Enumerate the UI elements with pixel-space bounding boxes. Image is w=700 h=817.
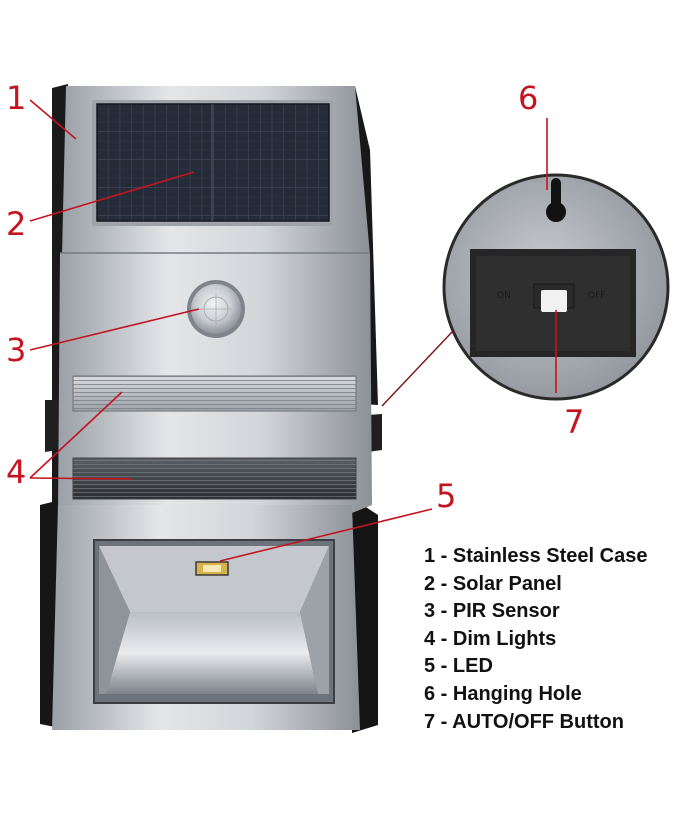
parts-legend: 1 - Stainless Steel Case 2 - Solar Panel… xyxy=(424,543,647,736)
callout-6: 6 xyxy=(518,79,539,117)
right-bottom-housing xyxy=(352,498,378,733)
callout-4: 4 xyxy=(6,453,27,491)
legend-item: 5 - LED xyxy=(424,655,493,678)
legend-item: 3 - PIR Sensor xyxy=(424,600,560,623)
callout-3: 3 xyxy=(6,331,27,369)
legend-item: 1 - Stainless Steel Case xyxy=(424,545,648,567)
callout-1: 1 xyxy=(6,79,27,117)
switch-off-label: OFF xyxy=(588,291,606,301)
callout-leaders xyxy=(29,99,557,562)
callout-7: 7 xyxy=(564,403,585,441)
legend-item: 4 - Dim Lights xyxy=(424,627,557,650)
legend-item: 7 - AUTO/OFF Button xyxy=(424,710,624,733)
legend-item: 2 - Solar Panel xyxy=(424,572,562,595)
zoom-inset xyxy=(444,175,668,399)
callout-5: 5 xyxy=(436,477,457,515)
legend-item: 6 - Hanging Hole xyxy=(424,682,582,705)
callout-2: 2 xyxy=(6,205,27,243)
auto-off-switch xyxy=(541,290,567,312)
solar-panel xyxy=(97,104,329,221)
reflector xyxy=(106,612,318,694)
switch-on-label: ON xyxy=(497,291,511,301)
